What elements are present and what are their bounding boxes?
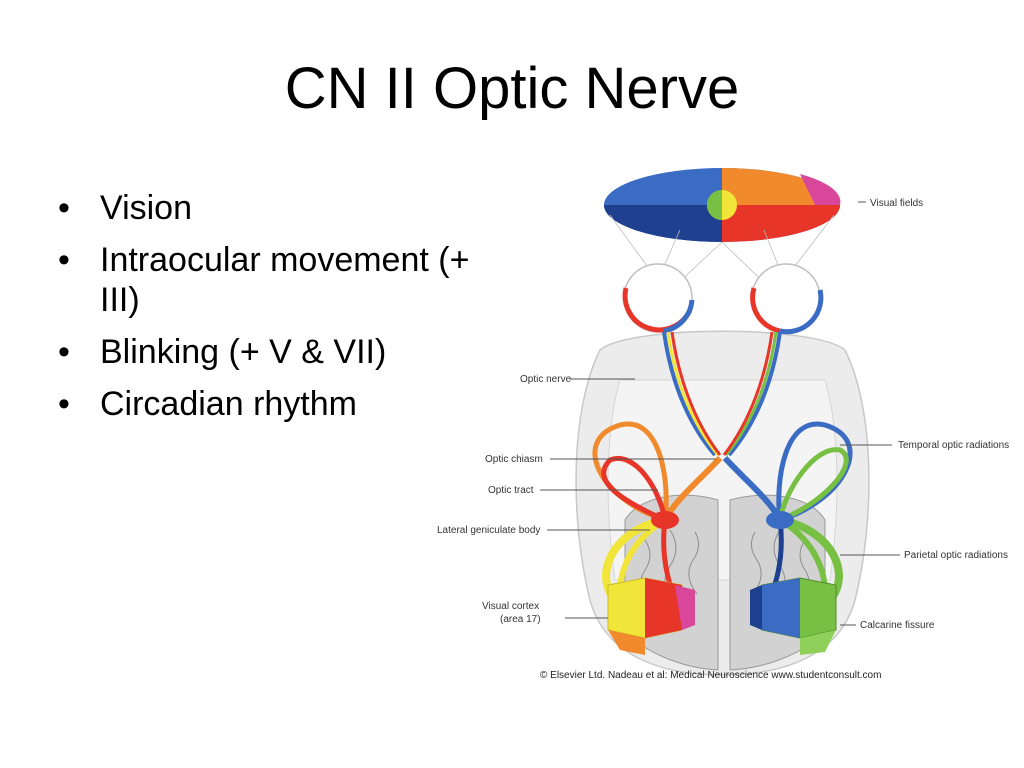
- bullet-text: Circadian rhythm: [100, 385, 357, 424]
- visual-field-lower-left: [604, 205, 722, 242]
- slide-title: CN II Optic Nerve: [284, 56, 740, 121]
- label-visual-fields: Visual fields: [870, 198, 923, 209]
- label-lateral-geniculate-body: Lateral geniculate body: [437, 525, 540, 536]
- left-optic-nerve: [662, 331, 717, 457]
- figure-credit: © Elsevier Ltd. Nadeau et al: Medical Ne…: [540, 670, 881, 681]
- label-optic-tract: Optic tract: [488, 485, 534, 496]
- bullet-dot: •: [58, 333, 70, 372]
- right-retina-blue: [779, 289, 824, 335]
- visual-field-upper-right: [722, 168, 840, 205]
- label-leader-lines: [540, 201, 900, 626]
- bullet-item: • Circadian rhythm: [58, 384, 498, 424]
- left-lateral-geniculate: [651, 511, 679, 529]
- right-parietal-radiation: [777, 447, 849, 523]
- visual-pathway-diagram: Visual fields Optic nerve Optic chiasm O…: [437, 168, 1009, 681]
- label-optic-chiasm: Optic chiasm: [485, 454, 543, 465]
- label-temporal-optic-radiations: Temporal optic radiations: [898, 440, 1009, 451]
- left-parietal-radiation: [601, 455, 668, 523]
- bullet-dot: •: [58, 241, 70, 280]
- label-area-17: (area 17): [500, 614, 541, 625]
- left-retina-blue: [663, 299, 695, 334]
- bullet-dot: •: [58, 189, 70, 227]
- label-visual-cortex: Visual cortex: [482, 601, 539, 612]
- bullet-item: • Vision: [58, 188, 498, 228]
- field-projection-lines: [609, 214, 835, 301]
- bullet-text: Blinking (+ V & VII): [100, 333, 387, 372]
- label-parietal-optic-radiations: Parietal optic radiations: [904, 550, 1008, 561]
- visual-pathway-figure: Visual fields Optic nerve Optic chiasm O…: [420, 160, 1024, 700]
- bullet-list: • Vision • Intraocular movement (+ III) • B…: [58, 188, 498, 437]
- label-optic-nerve: Optic nerve: [520, 374, 572, 385]
- bullet-text: Vision: [100, 189, 192, 227]
- visual-field-center-left: [707, 190, 722, 220]
- visual-field-right-edge: [800, 174, 841, 205]
- visual-field-lower-right: [722, 205, 840, 242]
- bullet-text: Intraocular movement (+ III): [100, 241, 470, 320]
- cortex-folds: [640, 529, 810, 607]
- right-optic-nerve: [727, 331, 782, 457]
- bullet-dot: •: [58, 385, 70, 424]
- right-retina: [750, 287, 781, 334]
- label-calcarine-fissure: Calcarine fissure: [860, 620, 935, 631]
- bullet-item: • Intraocular movement (+ III): [58, 240, 498, 320]
- right-lateral-geniculate: [766, 511, 794, 529]
- bullet-item: • Blinking (+ V & VII): [58, 332, 498, 372]
